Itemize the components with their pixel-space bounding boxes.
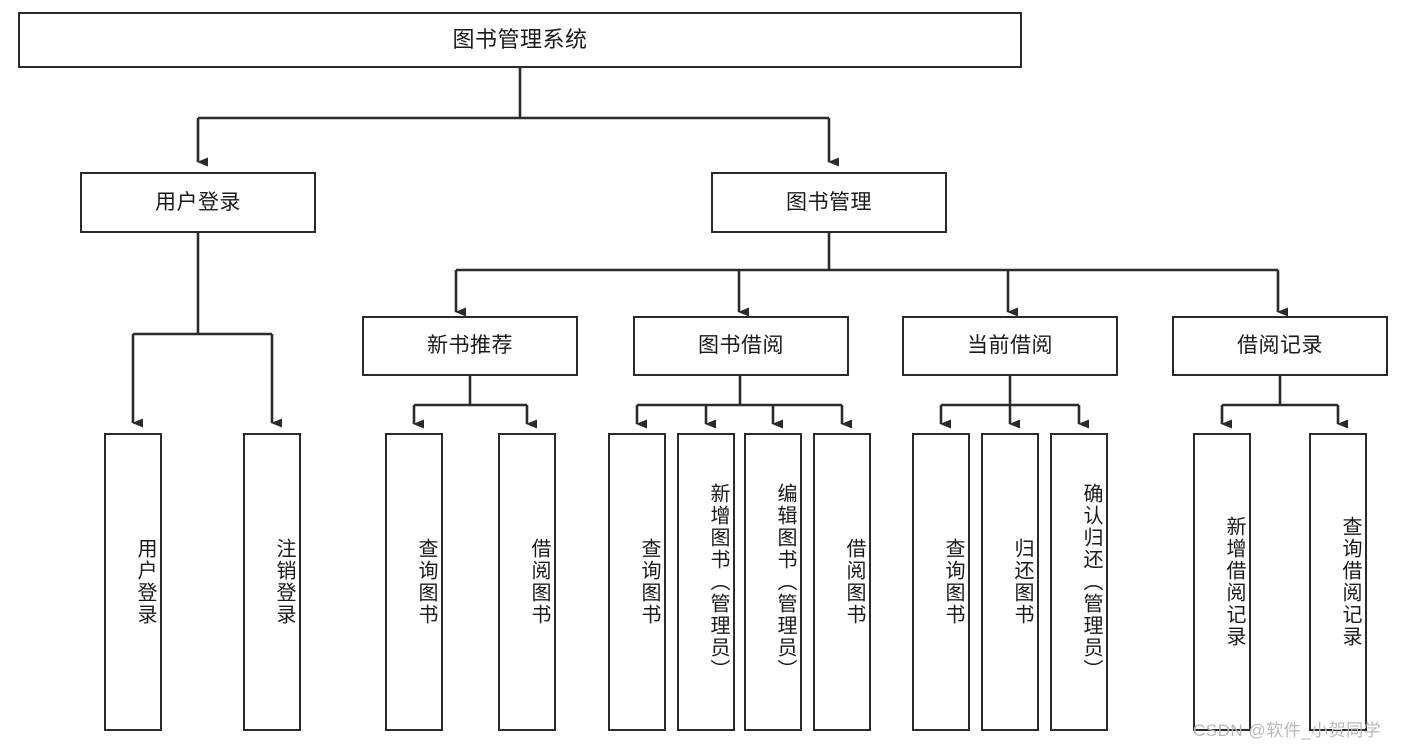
leaf-label: 查询借阅记录 <box>1339 516 1361 648</box>
leaf-query-book-borrow[interactable]: 查询图书 <box>608 433 666 731</box>
leaf-user-login[interactable]: 用户登录 <box>104 433 162 731</box>
node-user-login[interactable]: 用户登录 <box>80 172 316 233</box>
leaf-add-borrow-record[interactable]: 新增借阅记录 <box>1193 433 1251 731</box>
leaf-add-book-admin[interactable]: 新增图书（管理员） <box>677 433 735 731</box>
leaf-label: 新增图书（管理员） <box>707 483 729 681</box>
leaf-return-book[interactable]: 归还图书 <box>981 433 1039 731</box>
leaf-label: 注销登录 <box>273 538 295 626</box>
leaf-query-book-current[interactable]: 查询图书 <box>912 433 970 731</box>
node-book-borrow[interactable]: 图书借阅 <box>633 316 849 376</box>
leaf-label: 借阅图书 <box>843 538 865 626</box>
leaf-confirm-return-admin[interactable]: 确认归还（管理员） <box>1050 433 1108 731</box>
leaf-label: 新增借阅记录 <box>1223 516 1245 648</box>
node-new-book-recommend[interactable]: 新书推荐 <box>362 316 578 376</box>
leaf-label: 查询图书 <box>638 538 660 626</box>
node-book-management[interactable]: 图书管理 <box>711 172 947 233</box>
node-current-borrow[interactable]: 当前借阅 <box>902 316 1118 376</box>
leaf-label: 查询图书 <box>415 538 437 626</box>
node-root-system[interactable]: 图书管理系统 <box>18 12 1022 68</box>
leaf-query-book-recommend[interactable]: 查询图书 <box>385 433 443 731</box>
leaf-logout[interactable]: 注销登录 <box>243 433 301 731</box>
leaf-borrow-book[interactable]: 借阅图书 <box>813 433 871 731</box>
leaf-label: 确认归还（管理员） <box>1080 483 1102 681</box>
leaf-query-borrow-record[interactable]: 查询借阅记录 <box>1309 433 1367 731</box>
leaf-edit-book-admin[interactable]: 编辑图书（管理员） <box>744 433 802 731</box>
csdn-watermark: CSDN @软件_小贺同学 <box>1193 721 1382 740</box>
leaf-label: 归还图书 <box>1011 538 1033 626</box>
leaf-label: 用户登录 <box>134 538 156 626</box>
leaf-label: 查询图书 <box>942 538 964 626</box>
leaf-label: 借阅图书 <box>528 538 550 626</box>
leaf-borrow-book-recommend[interactable]: 借阅图书 <box>498 433 556 731</box>
node-borrow-record[interactable]: 借阅记录 <box>1172 316 1388 376</box>
leaf-label: 编辑图书（管理员） <box>774 483 796 681</box>
